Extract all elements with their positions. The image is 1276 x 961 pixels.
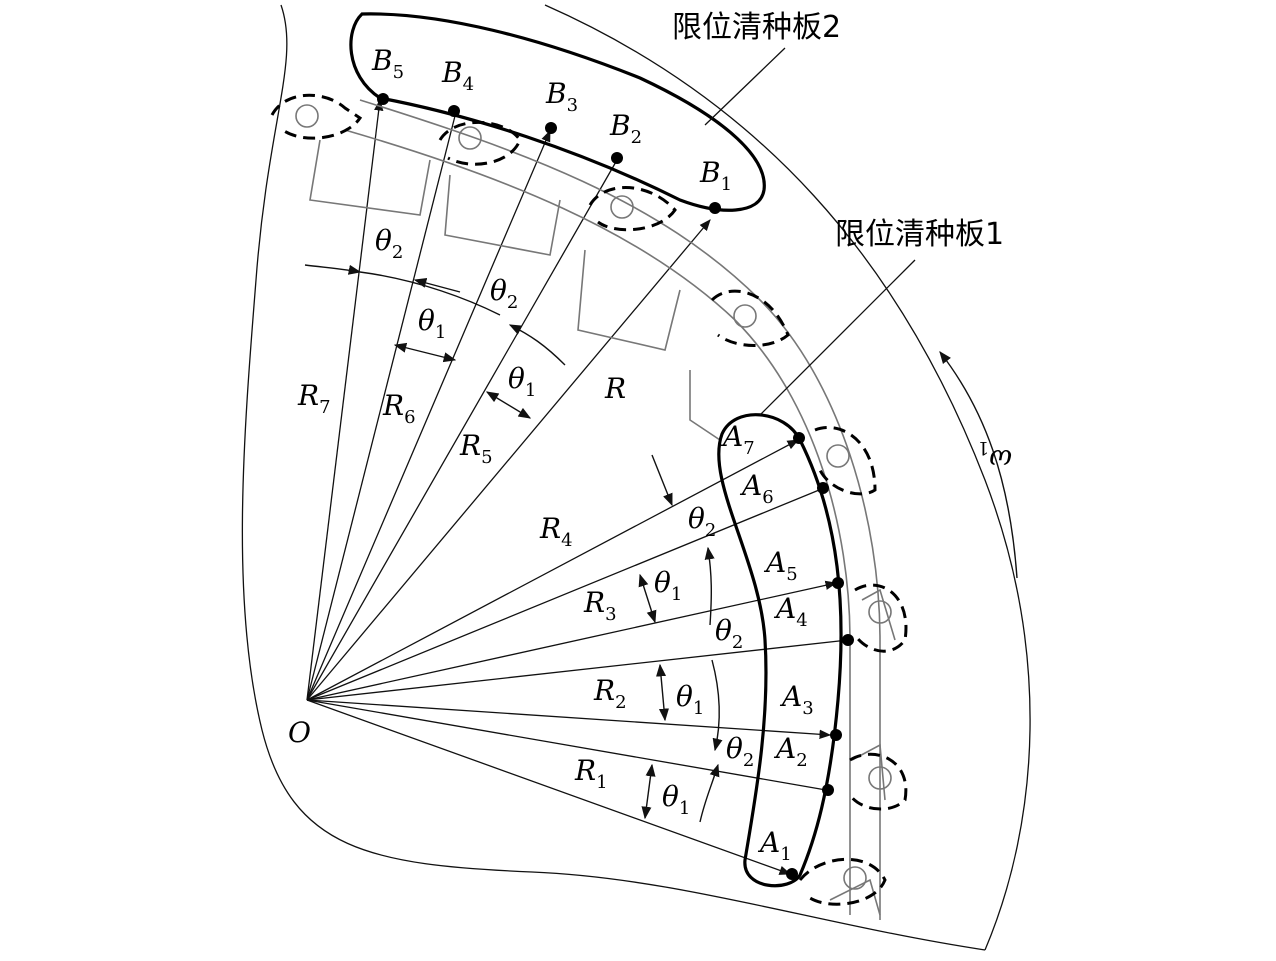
theta-label-9: θ2 — [726, 732, 754, 771]
svg-text:ω1: ω1 — [978, 437, 1012, 476]
r5-label: R5 — [459, 429, 493, 468]
a5-dot — [832, 577, 844, 589]
a2-label: A2 — [773, 732, 808, 771]
r2-label: R2 — [593, 674, 627, 713]
r7-label: R7 — [297, 379, 331, 418]
rotation-label: ω1 — [978, 437, 1012, 476]
limit-plate-1 — [717, 413, 843, 888]
a1-label: A1 — [757, 826, 792, 865]
b5-dot — [377, 93, 389, 105]
disc-outer-boundary — [241, 4, 986, 951]
a7-label: A7 — [720, 420, 755, 459]
theta-label-10: θ1 — [662, 780, 690, 819]
r3-label: R3 — [583, 586, 617, 625]
a5-label: A5 — [763, 546, 798, 585]
a-point-dots — [786, 432, 854, 880]
plate2-callout: 限位清种板2 — [672, 10, 841, 45]
angle-arcs — [304, 264, 723, 823]
theta-label-7: θ2 — [715, 614, 743, 653]
a2-dot — [822, 784, 834, 796]
theta-label-4: θ1 — [508, 362, 536, 401]
r6-label: R6 — [382, 389, 416, 428]
theta-label-3: θ2 — [490, 274, 518, 313]
origin-label: O — [288, 716, 311, 749]
b2-label: B2 — [609, 109, 642, 148]
disc-outer-arc — [544, 4, 1031, 951]
plate1-leader — [759, 259, 916, 416]
radial-lines — [306, 98, 849, 875]
b4-dot — [448, 105, 460, 117]
plate2-leader — [704, 47, 786, 126]
r4-label: R4 — [539, 512, 573, 551]
theta-label-5: θ2 — [688, 502, 716, 541]
b4-label: B4 — [441, 56, 474, 95]
b-point-dots — [377, 93, 721, 214]
seed-outlines — [270, 93, 908, 906]
a6-dot — [817, 482, 829, 494]
b2-dot — [611, 152, 623, 164]
a7-dot — [793, 432, 805, 444]
rotation-arc-arrow — [939, 351, 1018, 579]
a3-dot — [830, 729, 842, 741]
b1-label: B1 — [699, 156, 732, 195]
b5-label: B5 — [371, 44, 404, 83]
seed-cell-ring — [309, 99, 896, 920]
theta-label-1: θ2 — [375, 224, 403, 263]
r1-label: R1 — [574, 754, 608, 793]
a1-dot — [786, 868, 798, 880]
theta-label-2: θ1 — [418, 304, 446, 343]
theta-label-6: θ1 — [654, 566, 682, 605]
r-label: R — [604, 372, 626, 405]
a6-label: A6 — [739, 469, 774, 508]
a3-label: A3 — [779, 680, 814, 719]
a4-dot — [842, 634, 854, 646]
theta-label-8: θ1 — [676, 680, 704, 719]
a4-label: A4 — [773, 592, 808, 631]
plate1-callout: 限位清种板1 — [835, 217, 1004, 252]
b3-dot — [545, 122, 557, 134]
b1-dot — [709, 202, 721, 214]
b3-label: B3 — [545, 77, 578, 116]
